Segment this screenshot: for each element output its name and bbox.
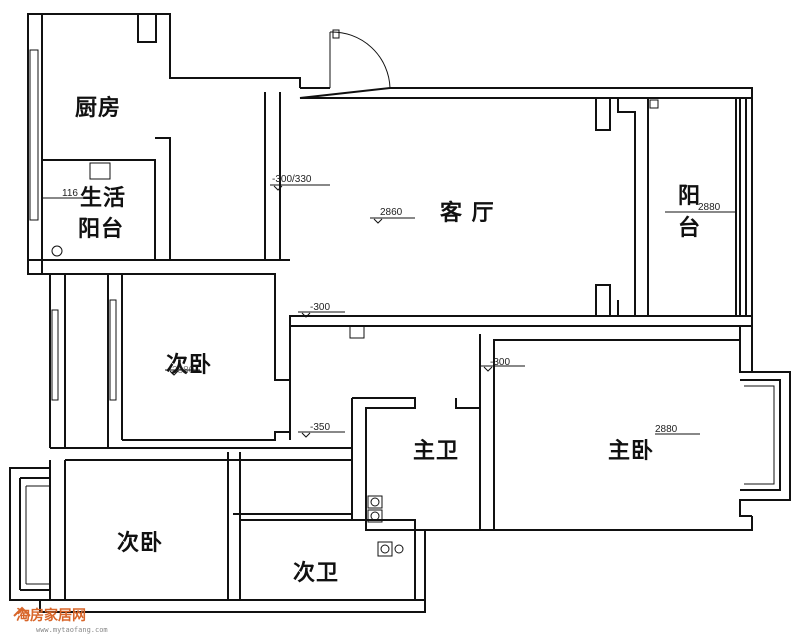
bedroom2-upper-walls <box>49 274 353 461</box>
room-label-second-bath: 次卫 <box>293 560 339 586</box>
dim-master-ceiling: -300 <box>490 357 510 368</box>
kitchen-walls <box>27 13 301 381</box>
logo-text: 淘房家居网 <box>16 607 86 624</box>
master-area-walls <box>351 326 791 531</box>
entry-door <box>329 29 391 89</box>
room-label-balcony-1: 阳 <box>678 184 701 209</box>
room-label-bedroom2-upper: 次卧 <box>166 352 212 378</box>
room-label-utility-1: 生活 <box>80 186 126 211</box>
room-label-utility-2: 阳台 <box>78 216 124 242</box>
dim-master-width: 2880 <box>655 424 678 435</box>
logo-url: www.mytaofang.com <box>36 626 108 634</box>
dim-corridor-upper: -300 <box>310 302 330 313</box>
site-logo: 淘房家居网 www.mytaofang.com <box>13 606 108 634</box>
outer-walls <box>264 87 753 440</box>
dim-balcony-width: 2880 <box>698 202 721 213</box>
dim-living-width: 2860 <box>380 207 403 218</box>
lower-area-walls <box>9 452 426 613</box>
room-label-balcony-2: 台 <box>678 215 701 241</box>
dim-corridor-lower: -350 <box>310 422 330 433</box>
room-label-master-bath: 主卫 <box>413 439 459 464</box>
room-label-bedroom2-lower: 次卧 <box>117 530 163 556</box>
dim-living-ceiling: -300/330 <box>272 174 312 185</box>
room-label-living: 客 厅 <box>440 200 495 226</box>
dimension-marks <box>165 184 735 438</box>
dim-utility: 116 <box>62 188 78 199</box>
room-label-master-bed: 主卧 <box>608 439 654 464</box>
dim-bedroom2-width: 2880 <box>172 365 195 376</box>
room-label-kitchen: 厨房 <box>75 95 121 121</box>
